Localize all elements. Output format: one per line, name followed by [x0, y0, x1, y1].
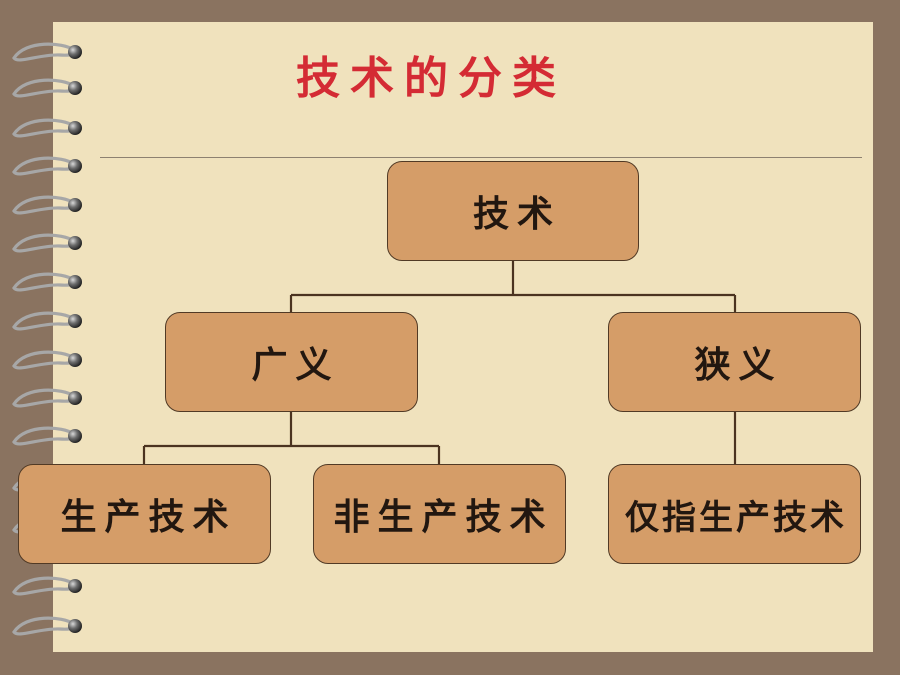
spiral-ring [12, 195, 82, 215]
spiral-ring [12, 233, 82, 253]
spiral-ring [12, 118, 82, 138]
spiral-ring [12, 156, 82, 176]
node-production-only-label: 仅指生产技术 [625, 497, 847, 538]
spiral-ring [12, 616, 82, 636]
spiral-ring [12, 42, 82, 62]
spiral-ring [12, 311, 82, 331]
spiral-ring [12, 426, 82, 446]
node-production-technology-label: 生产技术 [60, 496, 237, 538]
node-narrow-sense: 狭义 [608, 312, 861, 412]
title-divider [100, 157, 862, 158]
node-broad-sense: 广义 [165, 312, 418, 412]
spiral-ring [12, 576, 82, 596]
node-non-production-technology: 非生产技术 [313, 464, 566, 564]
node-production-technology: 生产技术 [18, 464, 271, 564]
slide-title: 技术的分类 [296, 53, 566, 104]
node-non-production-technology-label: 非生产技术 [333, 496, 554, 538]
spiral-binding [12, 42, 82, 636]
spiral-ring [12, 272, 82, 292]
node-production-only: 仅指生产技术 [608, 464, 861, 564]
connector-root [289, 260, 737, 313]
node-narrow-sense-label: 狭义 [694, 344, 783, 386]
node-technology: 技术 [387, 161, 639, 261]
spiral-rings [12, 42, 82, 636]
node-technology-label: 技术 [472, 193, 561, 235]
spiral-ring [12, 78, 82, 98]
spiral-ring [12, 388, 82, 408]
spiral-ring [12, 350, 82, 370]
connector-broad [142, 412, 441, 464]
node-broad-sense-label: 广义 [251, 344, 340, 386]
